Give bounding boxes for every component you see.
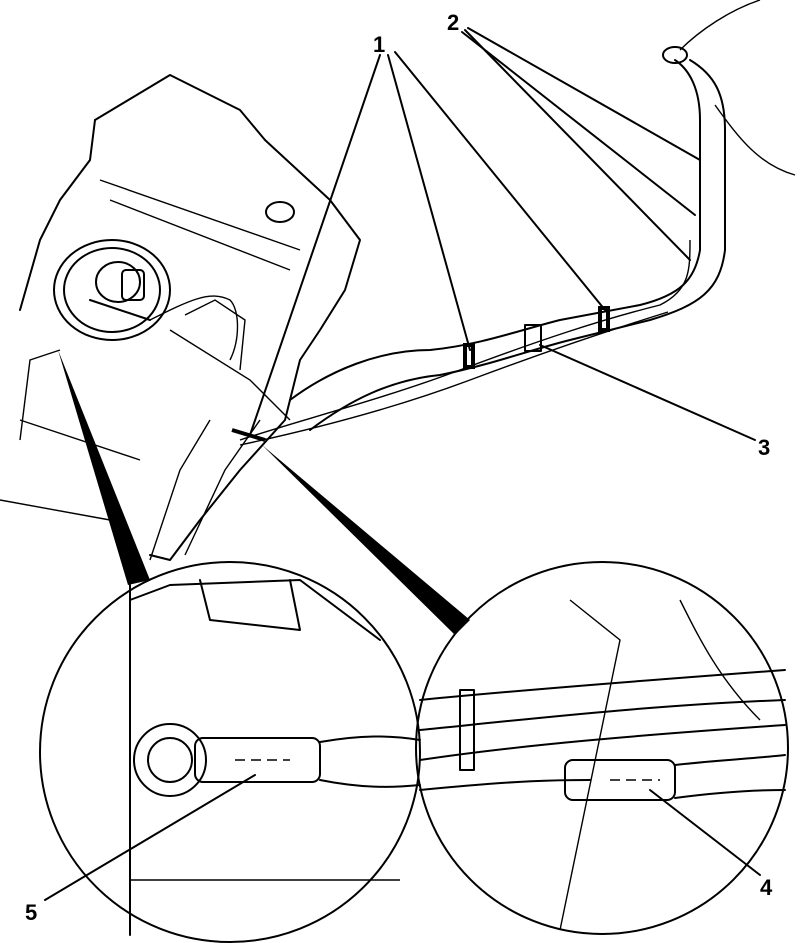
callout-1: 1 <box>373 32 385 57</box>
detail-pointer-right <box>262 445 470 635</box>
callout-4: 4 <box>760 875 773 900</box>
fuel-pump-module <box>53 239 239 361</box>
detail-view-left <box>39 561 421 943</box>
callout-3: 3 <box>758 435 770 460</box>
leader-lines <box>58 27 756 635</box>
detail-pointer-left <box>58 350 150 585</box>
detail-view-right <box>415 561 789 935</box>
callout-labels: 1 2 3 4 5 <box>25 10 773 925</box>
connector-3 <box>524 324 542 352</box>
fuel-tank <box>0 74 361 561</box>
fuel-filler-pipe <box>231 0 796 446</box>
callout-2: 2 <box>447 10 459 35</box>
callout-5: 5 <box>25 900 37 925</box>
